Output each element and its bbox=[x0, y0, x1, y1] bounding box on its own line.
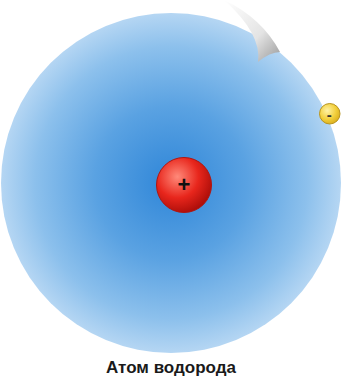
electron-cloud bbox=[1, 13, 341, 353]
page-sheet bbox=[224, 0, 342, 52]
electron-circle: - bbox=[319, 103, 341, 125]
electron-outline bbox=[319, 104, 340, 125]
page-curl bbox=[224, 0, 280, 62]
nucleus-circle: + bbox=[156, 157, 212, 213]
electron-sign: - bbox=[327, 107, 332, 122]
nucleus-outline bbox=[157, 158, 212, 213]
caption: Атом водорода bbox=[0, 358, 342, 378]
nucleus-sign: + bbox=[178, 174, 191, 196]
